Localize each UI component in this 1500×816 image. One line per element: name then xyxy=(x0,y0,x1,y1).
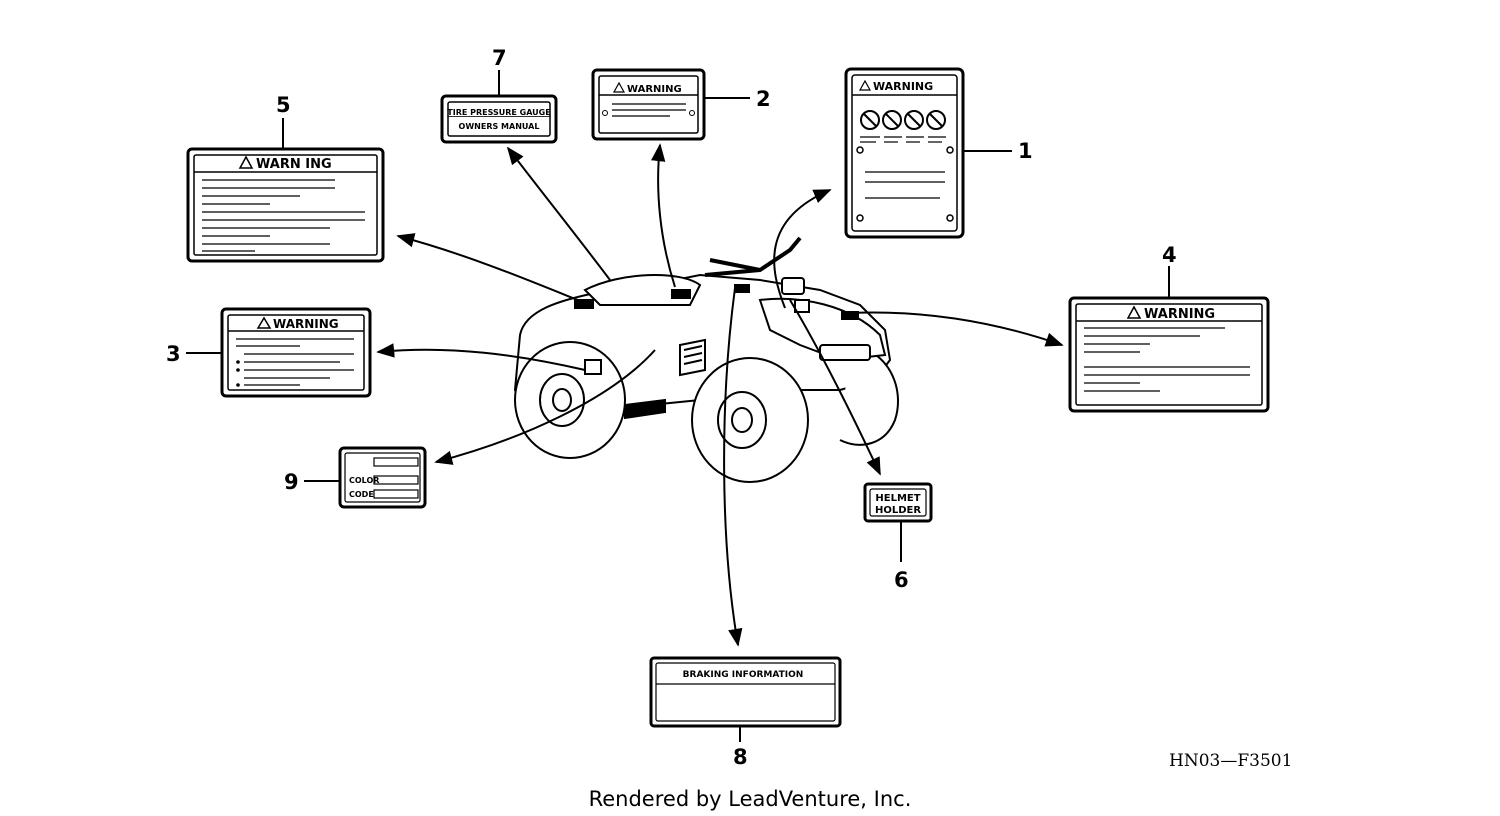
label-9-color-code: COLOR CODE 9 xyxy=(284,446,427,509)
atv-illustration xyxy=(513,236,899,483)
label-5-title: WARN ING xyxy=(256,157,332,172)
callout-3: 3 xyxy=(166,342,181,366)
warning-triangle-icon xyxy=(612,81,626,93)
callout-5: 5 xyxy=(276,93,291,117)
no-helmet-icon xyxy=(882,110,902,130)
label-9-code: CODE xyxy=(349,490,374,499)
label-1-title: WARNING xyxy=(873,80,933,93)
label-6-line1: HELMET xyxy=(875,493,920,504)
warning-triangle-icon xyxy=(858,79,872,91)
warning-triangle-icon xyxy=(1126,305,1142,319)
no-passenger-icon xyxy=(860,110,880,130)
label-9-color: COLOR xyxy=(349,476,379,485)
callout-4: 4 xyxy=(1162,243,1177,267)
label-4-warning: WARNING 4 xyxy=(1068,243,1270,413)
label-2-warning: WARNING 2 xyxy=(591,68,771,141)
label-8-title: BRAKING INFORMATION xyxy=(683,670,804,680)
no-alcohol-icon xyxy=(904,110,924,130)
callout-1: 1 xyxy=(1018,139,1033,163)
label-4-title: WARNING xyxy=(1144,307,1215,322)
warning-triangle-icon xyxy=(256,316,272,329)
diagram-code: HN03—F3501 xyxy=(1169,751,1292,771)
label-8-braking: BRAKING INFORMATION 8 xyxy=(649,656,842,769)
label-6-helmet-holder: HELMET HOLDER 6 xyxy=(863,482,933,592)
callout-9: 9 xyxy=(284,470,299,494)
label-2-title: WARNING xyxy=(627,84,682,95)
label-7-line2: OWNERS MANUAL xyxy=(459,122,540,131)
callout-6: 6 xyxy=(894,568,909,592)
callout-2: 2 xyxy=(756,87,771,111)
leader-lines xyxy=(376,143,1064,647)
label-5-warning: WARN ING 5 xyxy=(186,93,385,263)
warning-triangle-icon xyxy=(238,155,254,169)
label-3-title: WARNING xyxy=(273,317,339,331)
label-7-line1: TIRE PRESSURE GAUGE xyxy=(447,108,550,117)
label-6-line2: HOLDER xyxy=(875,505,921,516)
callout-8: 8 xyxy=(733,745,748,769)
label-7-tire-pressure: TIRE PRESSURE GAUGE OWNERS MANUAL 7 xyxy=(440,46,558,144)
label-3-warning: WARNING 3 xyxy=(166,307,372,398)
label-1-warning: WARNING 1 xyxy=(844,67,1033,239)
no-child-icon xyxy=(926,110,946,130)
credit-text: Rendered by LeadVenture, Inc. xyxy=(589,787,912,811)
callout-7: 7 xyxy=(492,46,507,70)
